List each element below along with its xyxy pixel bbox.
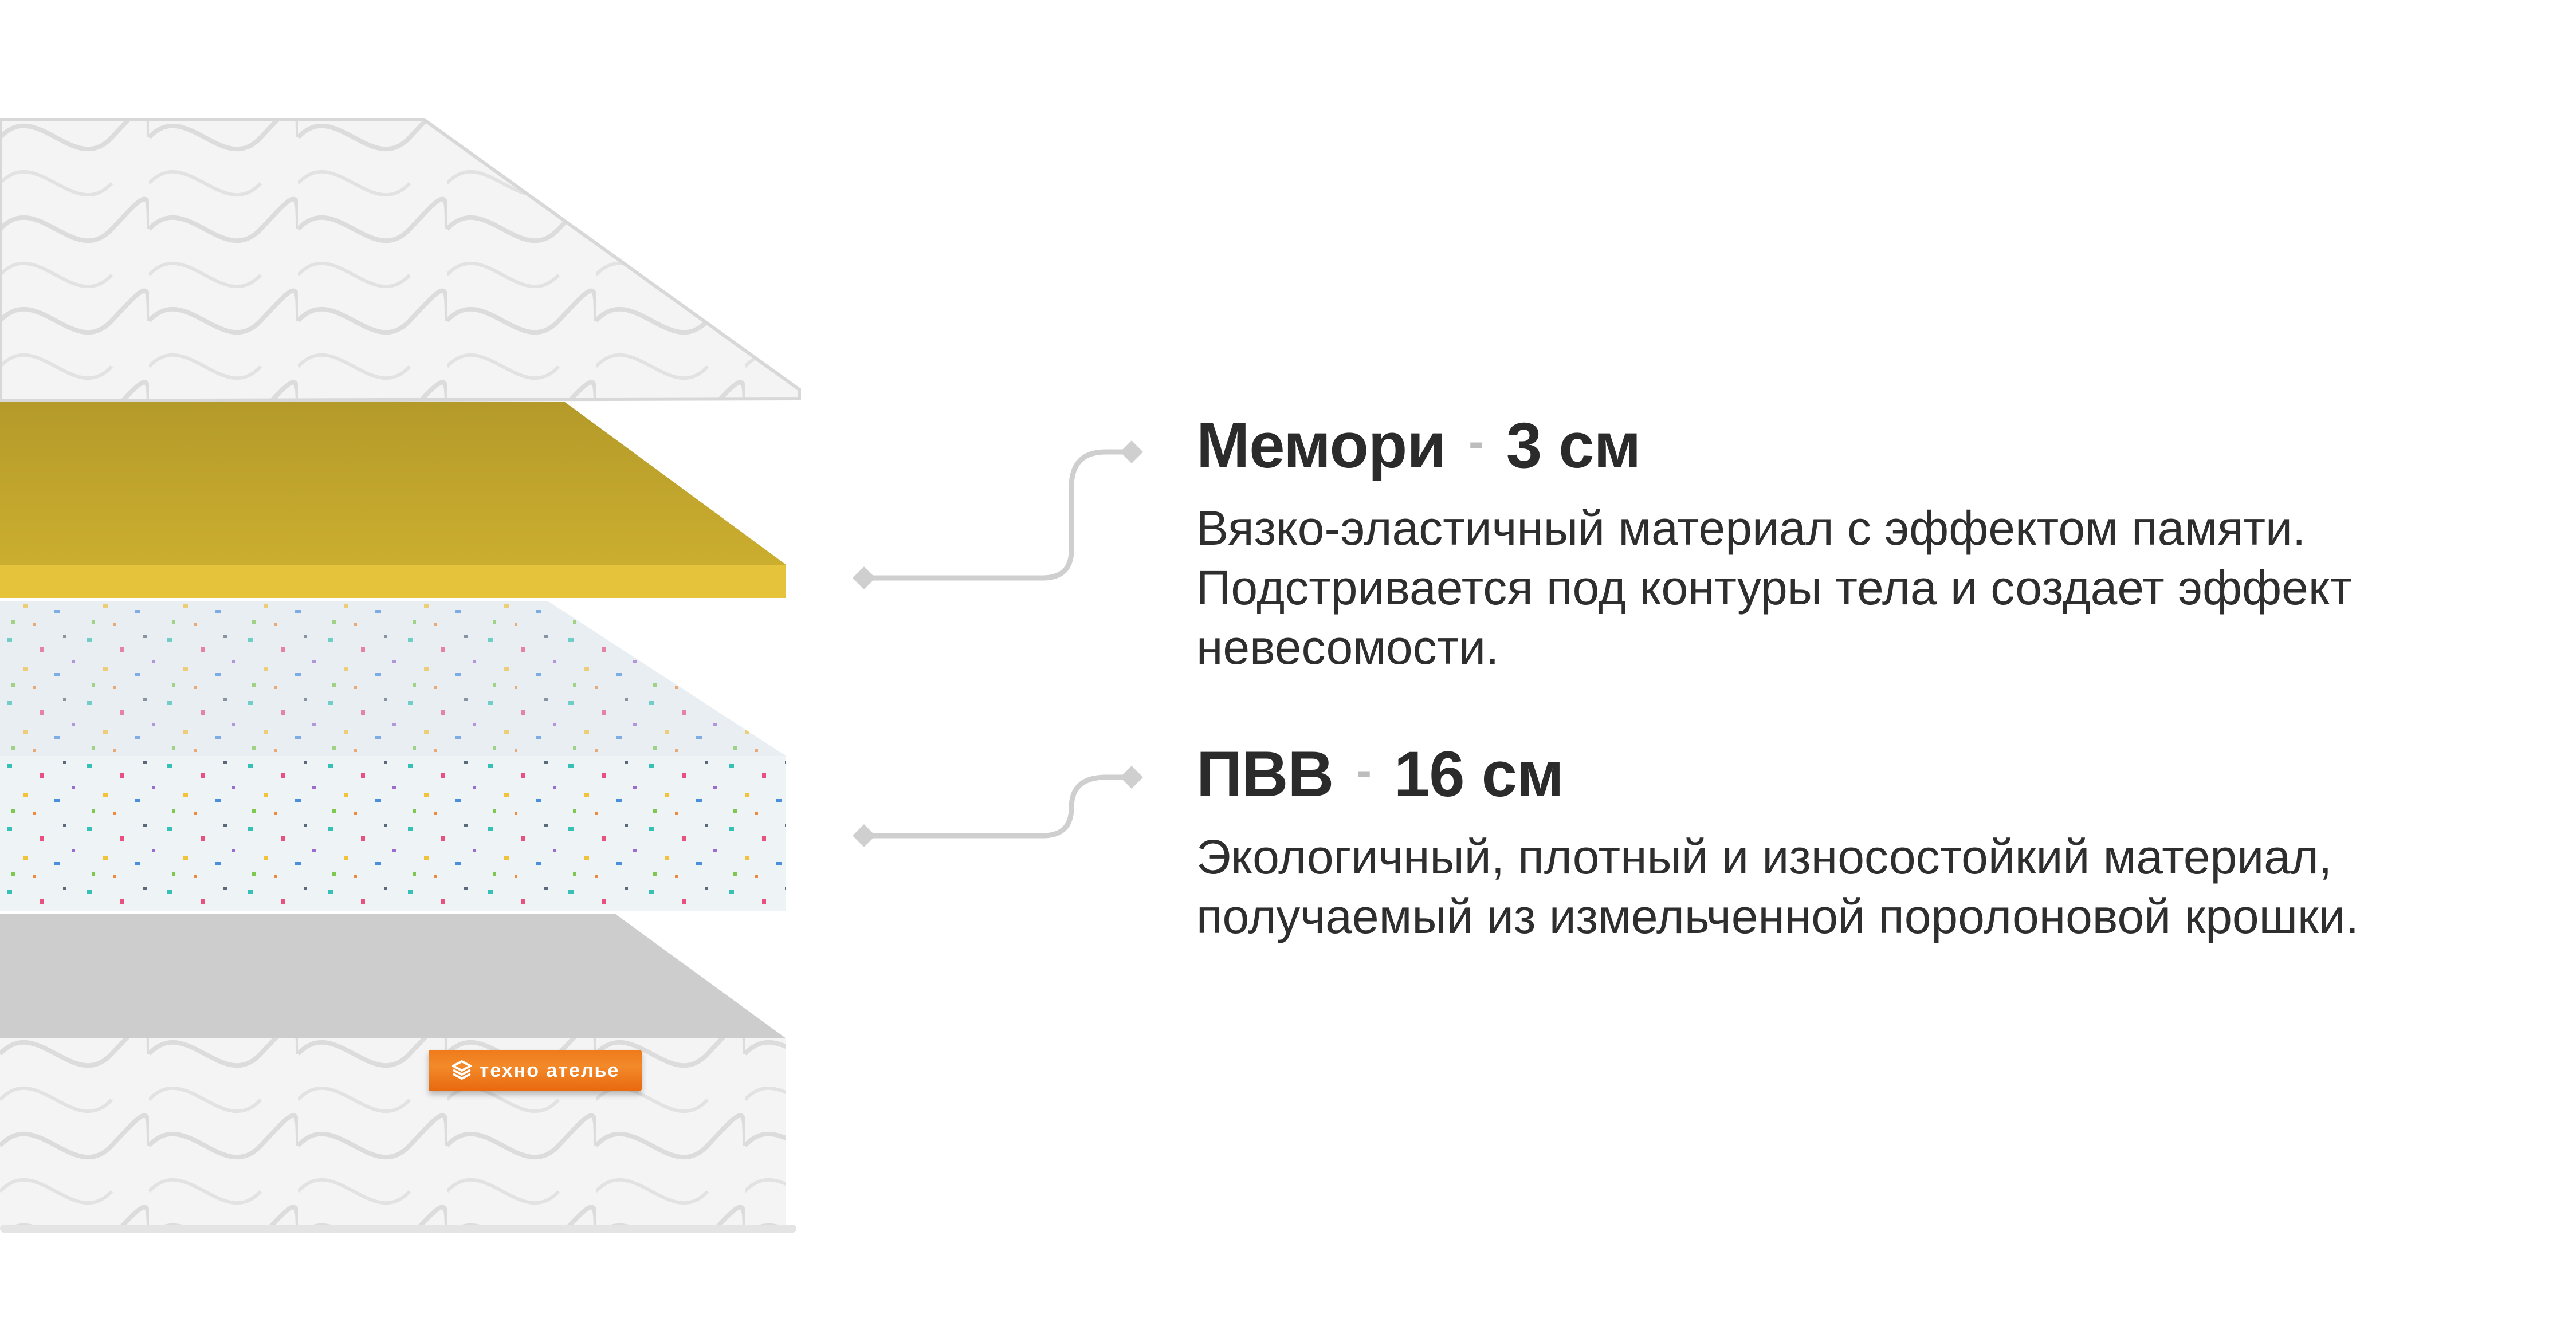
pvv-connector-line <box>864 774 1132 839</box>
bottom-cover-layer <box>0 914 796 1233</box>
title-dash: - <box>1468 416 1484 467</box>
layer-thickness: 3 см <box>1506 410 1642 481</box>
memory-foam-layer <box>0 402 786 598</box>
memory-connector-line <box>864 449 1132 581</box>
layer-name: ПВВ <box>1196 738 1334 810</box>
stacked-layers-logo-icon <box>451 1060 472 1080</box>
brand-tag-label: техно ателье <box>479 1059 620 1081</box>
pvv-connector-diamond-icon <box>853 824 875 847</box>
memory-label-diamond-icon <box>1120 440 1143 463</box>
pvv-layer-description: Экологичный, плотный и износостойкий мат… <box>1196 827 2359 946</box>
layer-name: Мемори <box>1196 410 1446 481</box>
description-line: получаемый из измельченной поролоновой к… <box>1196 890 2359 943</box>
description-line: Подстривается под контуры тела и создает… <box>1196 561 2353 615</box>
memory-connector-diamond-icon <box>853 566 875 589</box>
description-line: невесомости. <box>1196 620 1499 674</box>
title-dash: - <box>1356 745 1372 796</box>
memory-layer-description: Вязко-эластичный материал с эффектом пам… <box>1196 498 2352 677</box>
description-line: Вязко-эластичный материал с эффектом пам… <box>1196 501 2306 555</box>
pvv-label-diamond-icon <box>1120 766 1143 789</box>
top-cover-layer <box>0 118 801 403</box>
memory-layer-title: Мемори-3 см <box>1196 414 1641 478</box>
pvv-foam-layer <box>0 601 786 911</box>
description-line: Экологичный, плотный и износостойкий мат… <box>1196 830 2332 884</box>
brand-tag: техно ателье <box>429 1050 642 1091</box>
pvv-layer-title: ПВВ-16 см <box>1196 742 1564 806</box>
layer-thickness: 16 см <box>1393 738 1564 810</box>
